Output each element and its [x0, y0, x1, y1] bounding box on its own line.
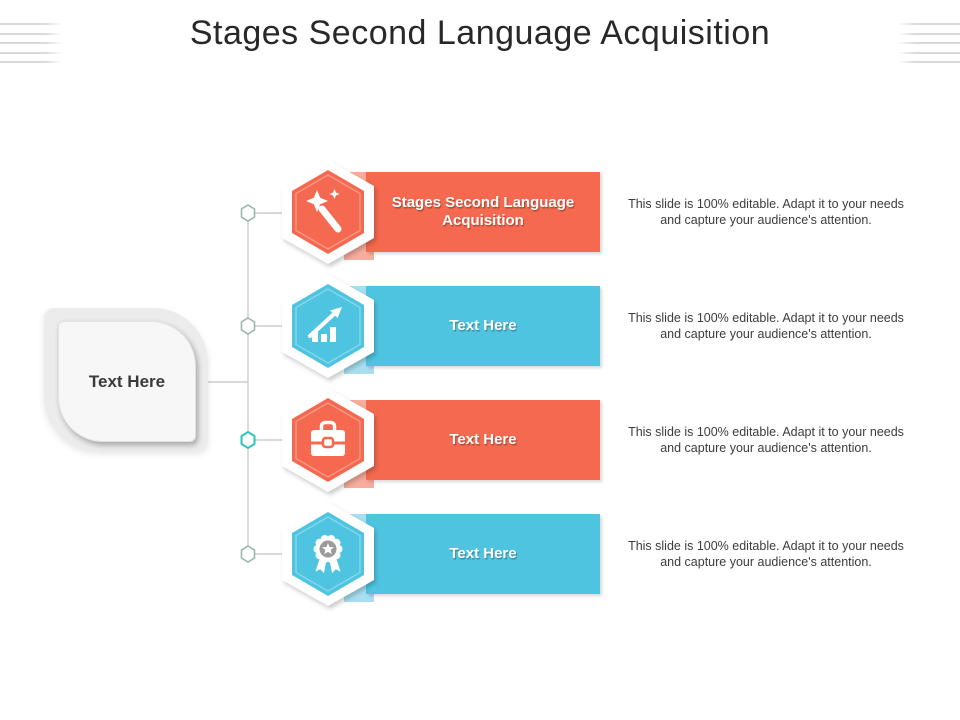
- stage-banner: Text Here: [366, 286, 600, 366]
- stage-row-3: Text Here This slide is 100% editable. A…: [280, 388, 925, 492]
- decor-line: [0, 61, 62, 63]
- award-rosette-icon: [313, 535, 343, 573]
- stage-row-4: Text Here This slide is 10: [280, 502, 925, 606]
- stage-banner: Text Here: [366, 400, 600, 480]
- decor-line: [898, 51, 960, 54]
- row-description: This slide is 100% editable. Adapt it to…: [628, 197, 904, 227]
- briefcase-icon: [311, 420, 345, 456]
- decor-line: [898, 32, 960, 35]
- row-description: This slide is 100% editable. Adapt it to…: [628, 425, 904, 455]
- bar-chart-growth-icon: [308, 307, 342, 342]
- connector-node-4: [240, 545, 256, 563]
- stage-banner: Text Here: [366, 514, 600, 594]
- connector-node-3: [240, 430, 256, 450]
- left-text-placeholder-inner: Text Here: [58, 321, 196, 442]
- decor-line: [898, 23, 960, 25]
- stage-row-1: Stages Second Language Acquisition This …: [280, 160, 925, 264]
- stage-banner: Stages Second Language Acquisition: [366, 172, 600, 252]
- row-description: This slide is 100% editable. Adapt it to…: [628, 311, 904, 341]
- stage-banner-label: Stages Second Language Acquisition: [391, 194, 575, 229]
- decor-line: [0, 32, 62, 35]
- stage-hexagon: [282, 160, 374, 264]
- decor-line: [898, 42, 960, 44]
- decor-line: [0, 23, 62, 25]
- stage-banner-label: Text Here: [449, 545, 517, 562]
- stage-banner-label: Text Here: [449, 431, 517, 448]
- stage-hexagon: [282, 274, 374, 378]
- stage-hexagon: [282, 502, 374, 606]
- decor-lines-right: [898, 23, 960, 71]
- decor-line: [0, 51, 62, 54]
- decor-line: [898, 61, 960, 63]
- decor-lines-left: [0, 23, 62, 71]
- slide-title: Stages Second Language Acquisition: [189, 14, 771, 52]
- left-box-label: Text Here: [88, 371, 166, 391]
- left-text-placeholder: Text Here: [44, 308, 208, 451]
- stage-banner-label: Text Here: [449, 317, 517, 334]
- connector-node-2: [240, 317, 256, 335]
- decor-line: [0, 42, 62, 44]
- row-description: This slide is 100% editable. Adapt it to…: [628, 539, 904, 569]
- connector-node-1: [240, 204, 256, 222]
- stage-row-2: Text Here This slide is 100% editable. A…: [280, 274, 925, 378]
- magic-wand-icon: [306, 189, 342, 233]
- stage-hexagon: [282, 388, 374, 492]
